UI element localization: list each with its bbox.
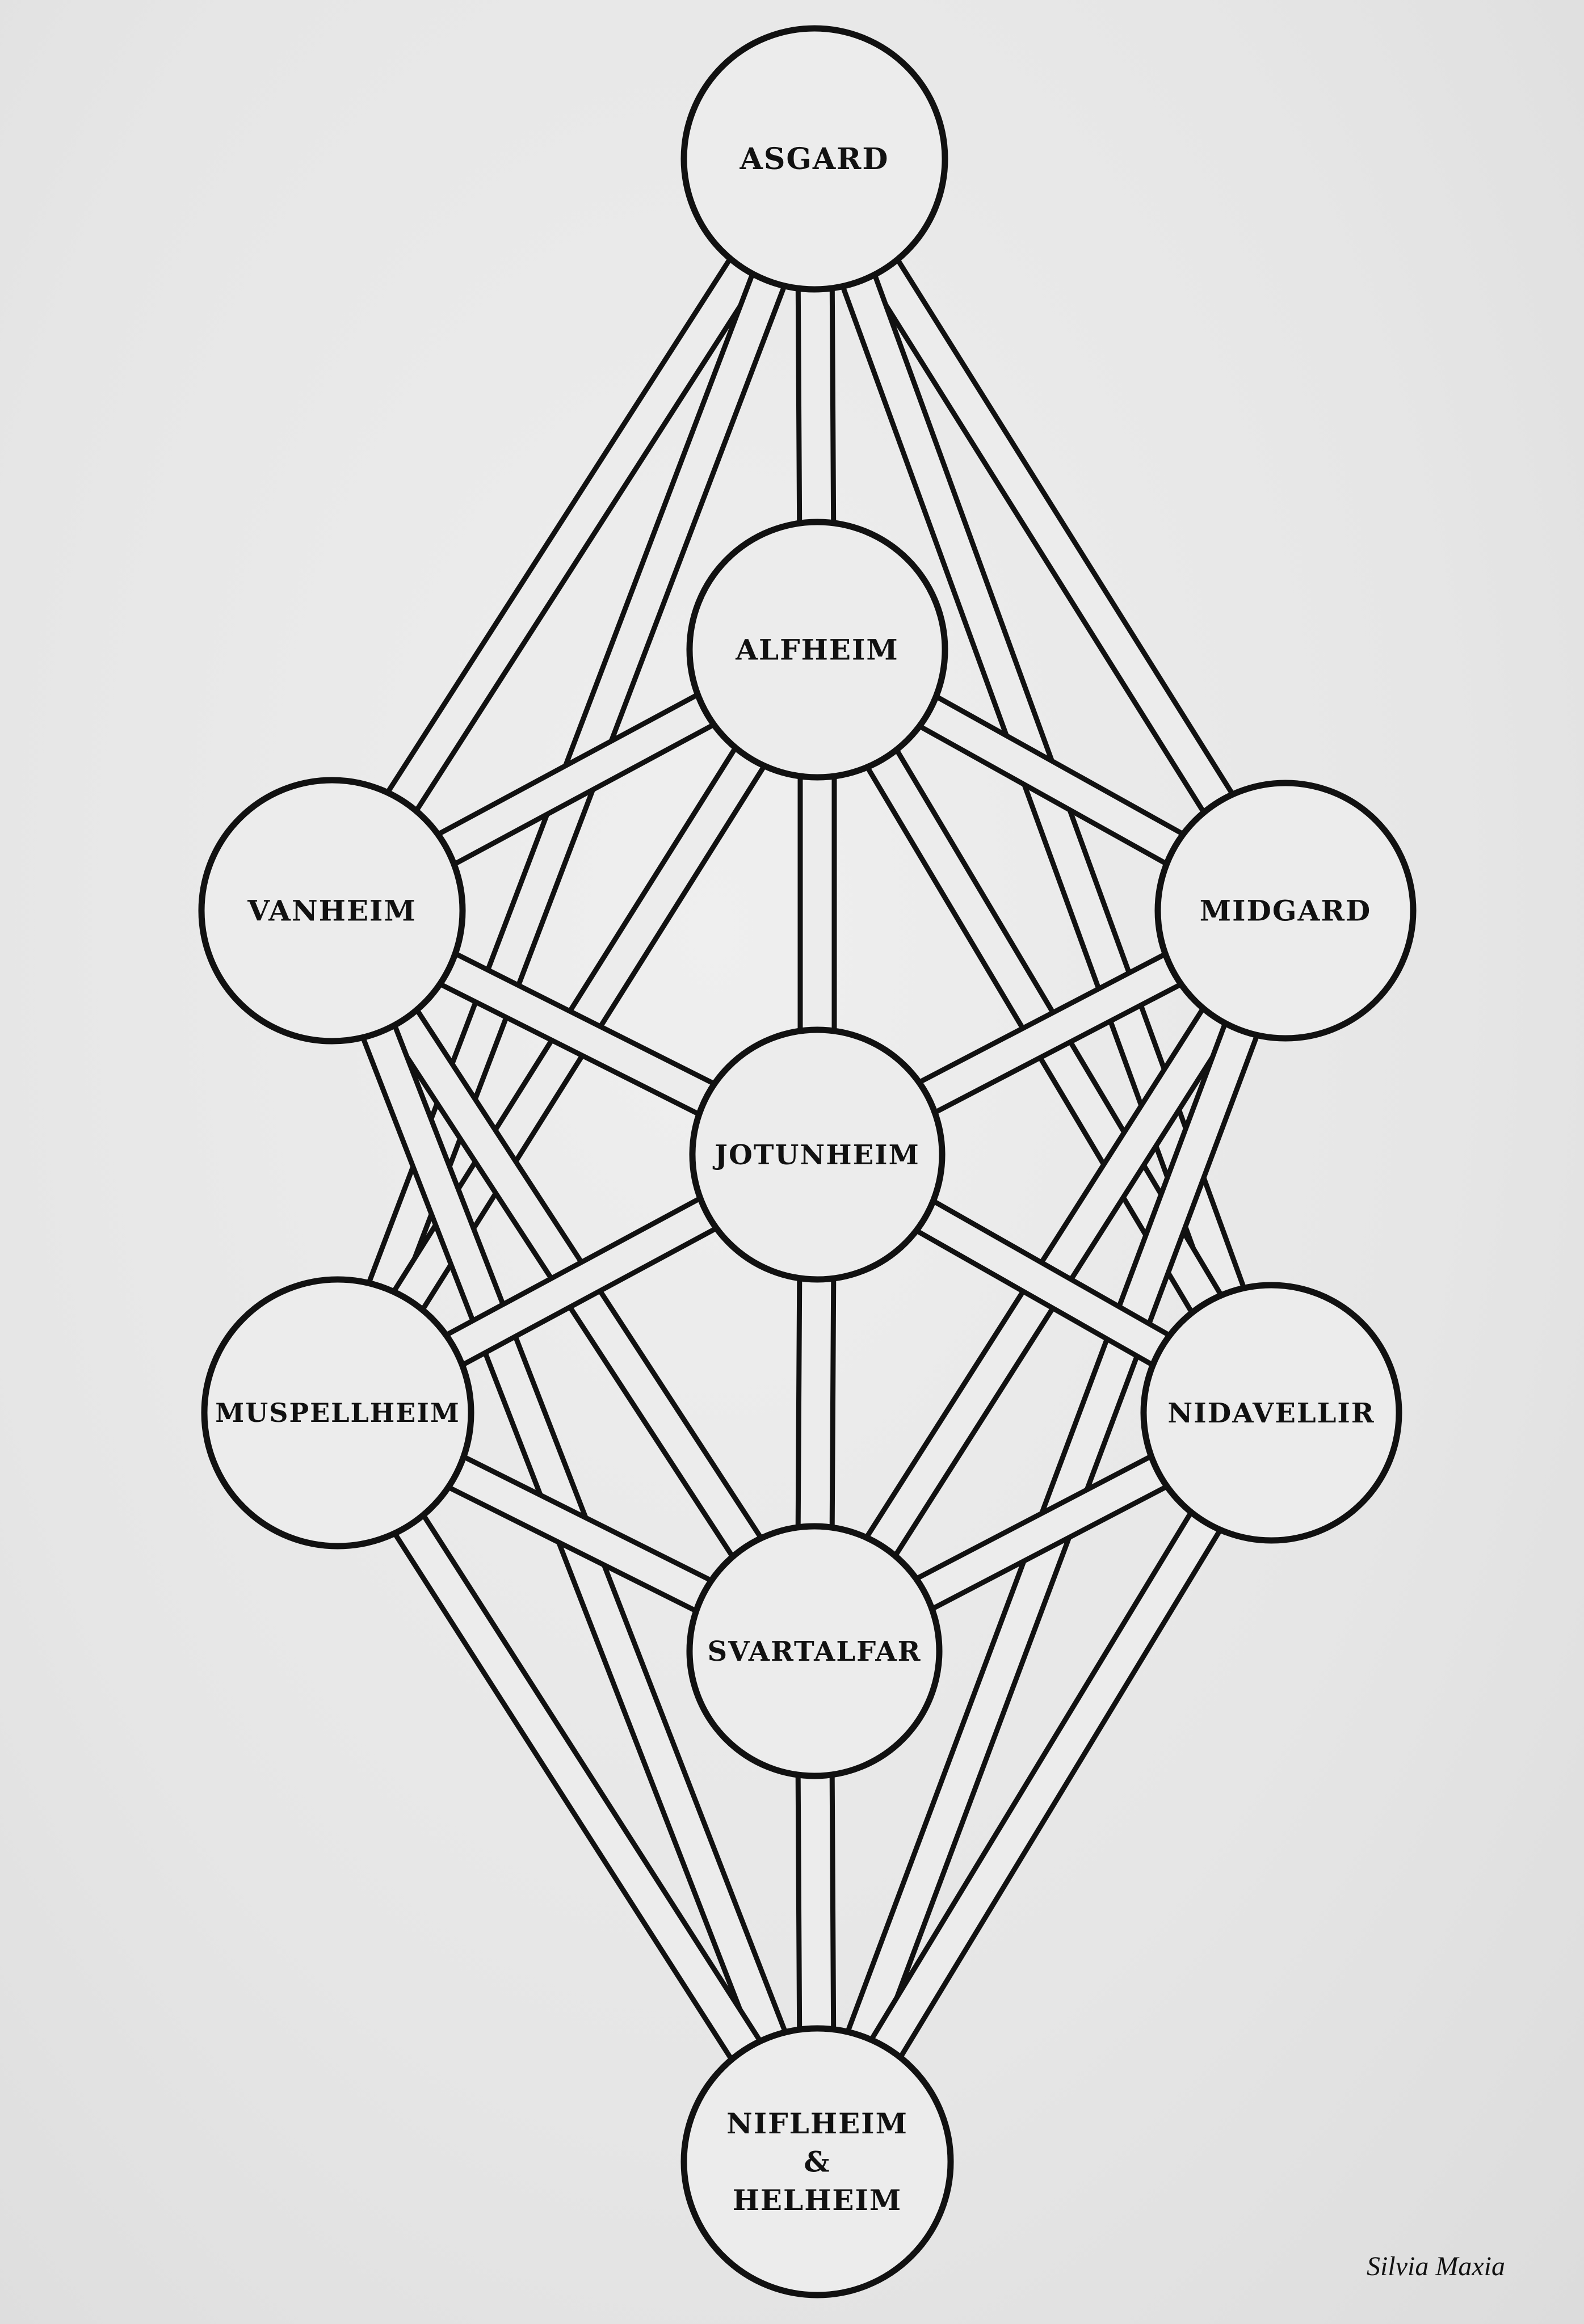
- node-circle-vanheim: [198, 777, 466, 1045]
- node-label-niflheim-2: &: [804, 2145, 830, 2179]
- nodes-layer: ASGARD ALFHEIM VANHEIM MIDGARD JOTUNHEIM MUSP…: [198, 25, 1417, 2298]
- node-label-alfheim: ALFHEIM: [735, 633, 899, 667]
- node-midgard: MIDGARD: [1154, 780, 1417, 1042]
- node-label-jotunheim: JOTUNHEIM: [712, 1139, 920, 1171]
- node-circle-nidavellir: [1140, 1282, 1402, 1544]
- node-label-nidavellir: NIDAVELLIR: [1167, 1397, 1375, 1429]
- edge-asgard-alfheim: [795, 254, 837, 557]
- node-label-niflheim-3: HELHEIM: [733, 2183, 902, 2217]
- node-label-niflheim-1: NIFLHEIM: [726, 2107, 908, 2140]
- node-nidavellir: NIDAVELLIR: [1140, 1282, 1402, 1544]
- node-label-vanheim: VANHEIM: [247, 894, 417, 928]
- node-niflheim: NIFLHEIM & HELHEIM: [680, 2025, 954, 2298]
- node-svartalfar: SVARTALFAR: [686, 1523, 943, 1779]
- edge-alfheim-jotunheim: [797, 743, 837, 1064]
- node-vanheim: VANHEIM: [198, 777, 466, 1045]
- node-label-asgard: ASGARD: [740, 142, 889, 176]
- node-circle-niflheim: [680, 2025, 954, 2298]
- node-label-midgard: MIDGARD: [1200, 894, 1372, 928]
- node-circle-jotunheim: [689, 1026, 946, 1283]
- node-circle-asgard: [680, 25, 948, 293]
- node-circle-alfheim: [686, 519, 948, 781]
- edge-jotunheim-svartalfar: [795, 1245, 837, 1560]
- node-circle-svartalfar: [686, 1523, 943, 1779]
- node-label-muspellheim: MUSPELLHEIM: [215, 1397, 460, 1428]
- node-alfheim: ALFHEIM: [686, 519, 948, 781]
- artist-signature: Silvia Maxia: [1367, 2251, 1505, 2281]
- edge-svartalfar-niflheim: [795, 1742, 837, 2065]
- edge-asgard-midgard: [849, 230, 1252, 841]
- node-label-svartalfar: SVARTALFAR: [708, 1636, 922, 1668]
- node-circle-midgard: [1154, 780, 1417, 1042]
- node-jotunheim: JOTUNHEIM: [689, 1026, 946, 1283]
- node-muspellheim: MUSPELLHEIM: [201, 1276, 474, 1550]
- node-asgard: ASGARD: [680, 25, 948, 293]
- node-circle-muspellheim: [201, 1276, 474, 1550]
